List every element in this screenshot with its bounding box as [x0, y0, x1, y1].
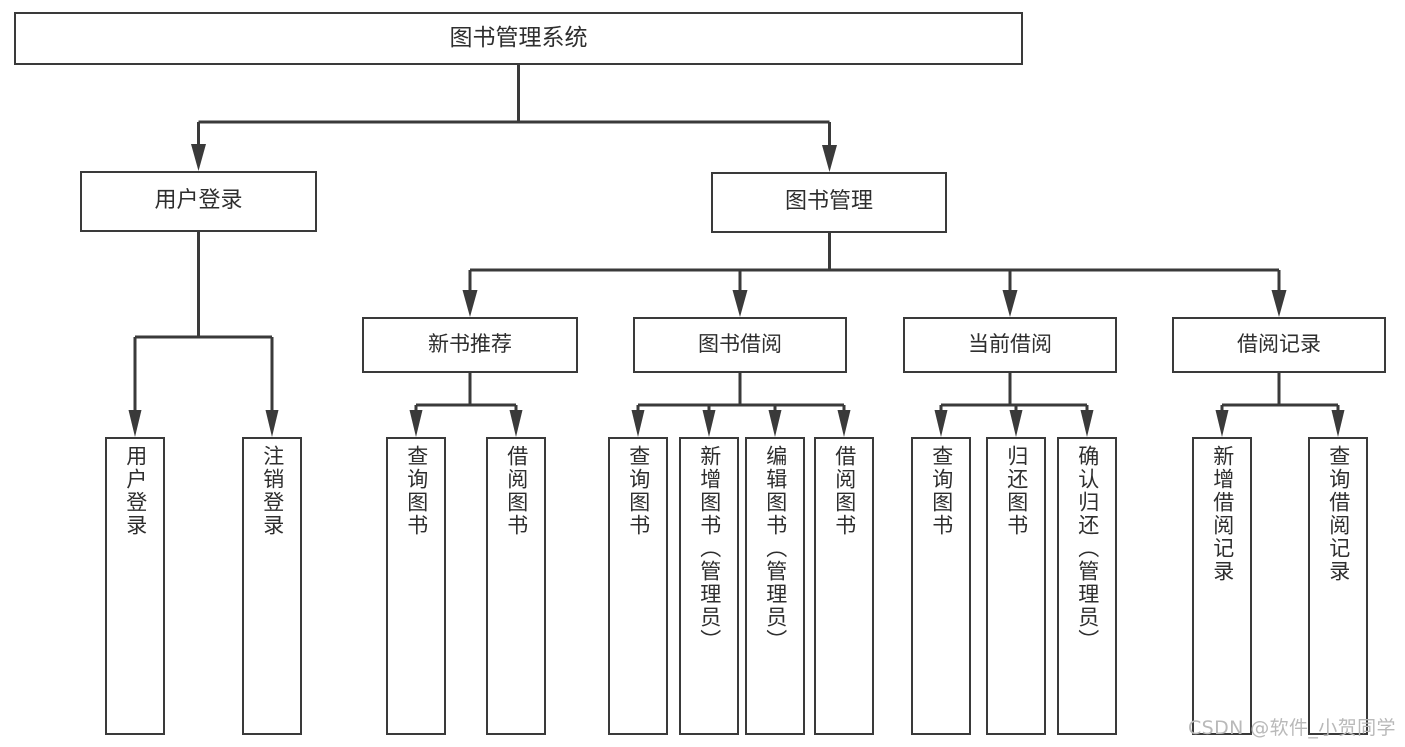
- node-leaf-borrow-book-recommend[interactable]: 借阅图书: [486, 437, 546, 735]
- arrowhead-leaf-return-book: [1009, 410, 1023, 437]
- node-leaf-user-login[interactable]: 用户登录: [105, 437, 165, 735]
- node-leaf-user-login-label: 用户登录: [123, 445, 148, 537]
- node-leaf-add-borrow-record-label: 新增借阅记录: [1210, 445, 1235, 583]
- node-current-borrow-label: 当前借阅: [968, 332, 1052, 357]
- node-leaf-confirm-return[interactable]: 确认归还（管理员）: [1057, 437, 1117, 735]
- arrowhead-leaf-logout: [265, 410, 279, 437]
- arrowhead-leaf-query-book-current: [934, 410, 948, 437]
- node-user-login[interactable]: 用户登录: [80, 171, 317, 232]
- node-root[interactable]: 图书管理系统: [14, 12, 1023, 65]
- csdn-watermark: CSDN @软件_小贺同学: [1188, 717, 1396, 739]
- node-user-login-label: 用户登录: [154, 188, 243, 214]
- node-leaf-query-book-current[interactable]: 查询图书: [911, 437, 971, 735]
- node-leaf-query-borrow-record-label: 查询借阅记录: [1326, 445, 1351, 583]
- node-book-management-label: 图书管理: [784, 189, 873, 215]
- node-leaf-query-book-recommend[interactable]: 查询图书: [386, 437, 446, 735]
- node-root-label: 图书管理系统: [449, 24, 588, 51]
- arrowhead-leaf-add-book: [702, 410, 716, 437]
- node-book-borrow[interactable]: 图书借阅: [633, 317, 847, 373]
- node-leaf-query-book-borrow[interactable]: 查询图书: [608, 437, 668, 735]
- arrowhead-leaf-query-book-recommend: [409, 410, 423, 437]
- arrowhead-user-login: [191, 144, 206, 171]
- node-leaf-add-book[interactable]: 新增图书（管理员）: [679, 437, 739, 735]
- node-borrow-record[interactable]: 借阅记录: [1172, 317, 1386, 373]
- node-leaf-logout-label: 注销登录: [260, 445, 285, 537]
- node-leaf-borrow-book[interactable]: 借阅图书: [814, 437, 874, 735]
- node-leaf-query-book-borrow-label: 查询图书: [626, 445, 651, 537]
- node-leaf-edit-book-label: 编辑图书（管理员）: [763, 445, 788, 652]
- node-leaf-query-borrow-record[interactable]: 查询借阅记录: [1308, 437, 1368, 735]
- arrowhead-leaf-borrow-book-recommend: [509, 410, 523, 437]
- node-current-borrow[interactable]: 当前借阅: [903, 317, 1117, 373]
- arrowhead-new-book-recommend: [462, 290, 478, 317]
- arrowhead-leaf-borrow-book: [837, 410, 851, 437]
- node-leaf-edit-book[interactable]: 编辑图书（管理员）: [745, 437, 805, 735]
- arrowhead-leaf-confirm-return: [1080, 410, 1094, 437]
- arrowhead-leaf-query-book-borrow: [631, 410, 645, 437]
- arrowhead-leaf-edit-book: [768, 410, 782, 437]
- arrowhead-leaf-query-borrow-record: [1331, 410, 1345, 437]
- node-leaf-return-book[interactable]: 归还图书: [986, 437, 1046, 735]
- node-leaf-logout[interactable]: 注销登录: [242, 437, 302, 735]
- node-book-management[interactable]: 图书管理: [711, 172, 947, 233]
- node-new-book-recommend[interactable]: 新书推荐: [362, 317, 578, 373]
- node-leaf-return-book-label: 归还图书: [1004, 445, 1029, 537]
- arrowhead-current-borrow: [1002, 290, 1018, 317]
- arrowhead-leaf-add-borrow-record: [1215, 410, 1229, 437]
- arrowhead-borrow-record: [1271, 290, 1287, 317]
- arrowhead-leaf-user-login: [128, 410, 142, 437]
- arrowhead-book-management: [822, 145, 837, 172]
- node-leaf-query-book-recommend-label: 查询图书: [404, 445, 429, 537]
- node-leaf-add-book-label: 新增图书（管理员）: [697, 445, 722, 652]
- node-leaf-confirm-return-label: 确认归还（管理员）: [1075, 445, 1100, 652]
- node-new-book-recommend-label: 新书推荐: [428, 332, 512, 357]
- node-leaf-add-borrow-record[interactable]: 新增借阅记录: [1192, 437, 1252, 735]
- node-leaf-query-book-current-label: 查询图书: [929, 445, 954, 537]
- node-leaf-borrow-book-recommend-label: 借阅图书: [504, 445, 529, 537]
- node-leaf-borrow-book-label: 借阅图书: [832, 445, 857, 537]
- node-book-borrow-label: 图书借阅: [698, 332, 782, 357]
- arrowhead-book-borrow: [732, 290, 748, 317]
- node-borrow-record-label: 借阅记录: [1237, 332, 1321, 357]
